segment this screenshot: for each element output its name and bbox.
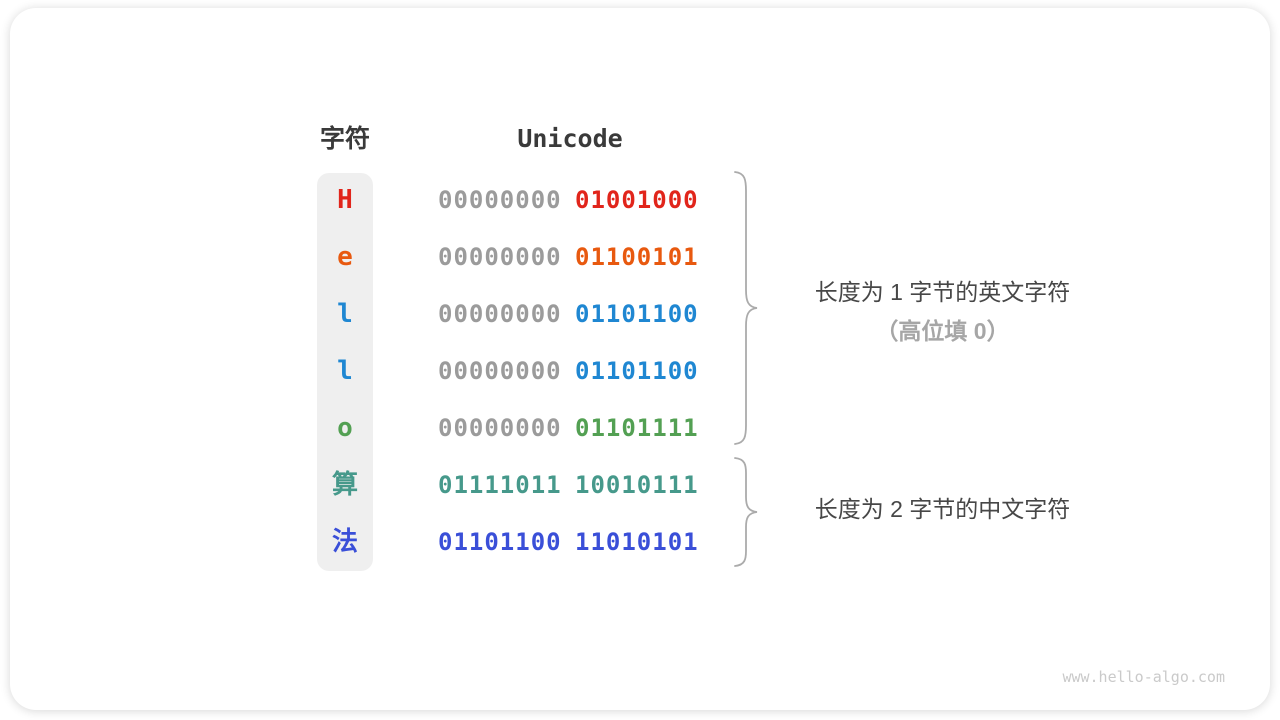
char-cell: e bbox=[337, 242, 353, 272]
byte-high: 00000000 bbox=[438, 357, 562, 385]
byte-low: 01101100 bbox=[575, 300, 699, 328]
table-row: e 00000000 01100101 bbox=[10, 229, 1270, 286]
byte-low: 11010101 bbox=[575, 528, 699, 556]
char-cell: 法 bbox=[331, 527, 358, 557]
byte-high: 00000000 bbox=[438, 186, 562, 214]
char-column-background bbox=[317, 173, 373, 571]
diagram-card: 字符 Unicode H 00000000 01001000 e 0000000… bbox=[10, 8, 1270, 710]
table-row: o 00000000 01101111 bbox=[10, 400, 1270, 457]
byte-high: 00000000 bbox=[438, 414, 562, 442]
byte-high: 01111011 bbox=[438, 471, 562, 499]
char-cell: o bbox=[337, 413, 353, 443]
char-cell: H bbox=[337, 185, 353, 215]
table-row: 法 01101100 11010101 bbox=[10, 514, 1270, 571]
byte-low: 10010111 bbox=[575, 471, 699, 499]
unicode-column-header: Unicode bbox=[517, 124, 623, 153]
brace-chinese-group bbox=[733, 457, 759, 572]
table-row: l 00000000 01101100 bbox=[10, 343, 1270, 400]
byte-low: 01100101 bbox=[575, 243, 699, 271]
char-cell: 算 bbox=[331, 470, 358, 500]
byte-low: 01101100 bbox=[575, 357, 699, 385]
english-group-label: 长度为 1 字节的英文字符 （高位填 0） bbox=[775, 273, 1110, 351]
byte-high: 00000000 bbox=[438, 300, 562, 328]
byte-high: 01101100 bbox=[438, 528, 562, 556]
byte-low: 01101111 bbox=[575, 414, 699, 442]
table-row: H 00000000 01001000 bbox=[10, 172, 1270, 229]
english-group-note: （高位填 0） bbox=[875, 318, 1010, 344]
brace-english-group bbox=[733, 171, 759, 450]
chinese-group-label: 长度为 2 字节的中文字符 bbox=[814, 496, 1071, 522]
char-cell: l bbox=[337, 356, 353, 386]
char-column-header: 字符 bbox=[319, 125, 370, 153]
table-row: l 00000000 01101100 bbox=[10, 286, 1270, 343]
table-row: 算 01111011 10010111 bbox=[10, 457, 1270, 514]
char-cell: l bbox=[337, 299, 353, 329]
english-group-label-text: 长度为 1 字节的英文字符 bbox=[814, 279, 1071, 305]
byte-high: 00000000 bbox=[438, 243, 562, 271]
unicode-encoding-diagram: 字符 Unicode H 00000000 01001000 e 0000000… bbox=[10, 8, 1270, 710]
byte-low: 01001000 bbox=[575, 186, 699, 214]
watermark: www.hello-algo.com bbox=[1062, 668, 1225, 686]
